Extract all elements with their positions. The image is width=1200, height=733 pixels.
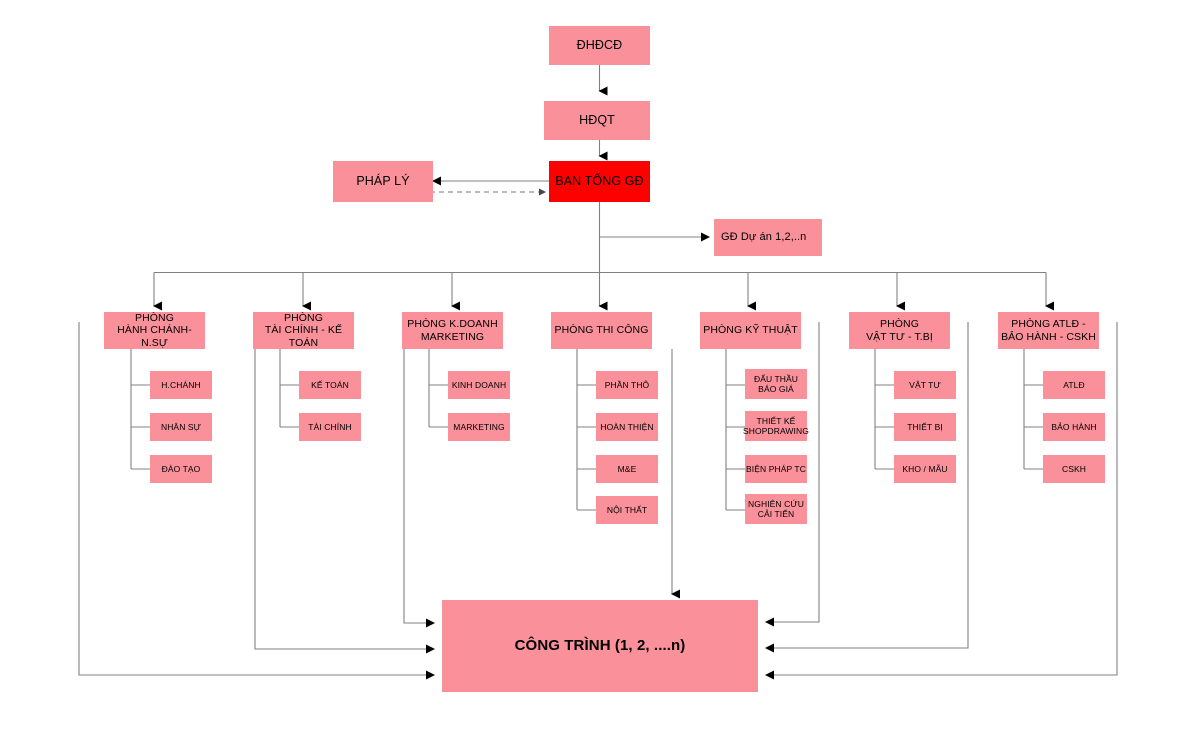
node-sub-dau-thau-bao-gia-label: ĐẤU THẦU BÁO GIÁ (753, 373, 799, 394)
node-sub-noi-that-label: NỘI THẤT (606, 504, 648, 515)
node-sub-atld[interactable]: ATLĐ (1043, 371, 1105, 399)
node-dept-atld-bao-hanh-cskh[interactable]: PHÒNG ATLĐ - BẢO HÀNH - CSKH (998, 312, 1099, 349)
node-phap-ly-label: PHÁP LÝ (356, 174, 410, 189)
node-sub-atld-label: ATLĐ (1063, 379, 1085, 390)
node-sub-cskh[interactable]: CSKH (1043, 455, 1105, 483)
node-dept-tai-chinh-ke-toan[interactable]: PHÒNG TÀI CHÍNH - KẾ TOÁN (253, 312, 354, 349)
edge-hanhchanh-congtrinh (78, 322, 435, 680)
node-sub-bao-hanh[interactable]: BẢO HÀNH (1043, 413, 1105, 441)
node-sub-dao-tao-label: ĐÀO TẠO (161, 463, 201, 474)
node-hdqt-label: HĐQT (579, 113, 615, 128)
node-sub-h-chanh-label: H.CHÁNH (161, 379, 201, 390)
tree-vat-tu (874, 349, 894, 470)
node-dept-kinh-doanh-marketing-label: PHÒNG K.DOANH MARKETING (407, 318, 498, 343)
edge-atld-congtrinh (765, 322, 1118, 680)
node-dept-kinh-doanh-marketing[interactable]: PHÒNG K.DOANH MARKETING (402, 312, 503, 349)
node-dept-ky-thuat[interactable]: PHÒNG KỸ THUẬT (700, 312, 801, 349)
node-sub-nghien-cuu-cai-tien[interactable]: NGHIÊN CỨU CẢI TIẾN (745, 494, 807, 524)
node-sub-kho-mau-label: KHO / MẪU (902, 463, 948, 474)
edge-kinhdoanh-congtrinh (403, 322, 435, 628)
node-sub-thiet-ke-shopdrawing[interactable]: THIẾT KẾ SHOPDRAWING (743, 411, 809, 441)
node-sub-m-e-label: M&E (617, 463, 637, 474)
node-sub-bien-phap-tc[interactable]: BIỆN PHÁP TC (745, 455, 807, 483)
tree-ky-thuat (725, 349, 745, 511)
node-dept-vat-tu-thiet-bi[interactable]: PHÒNG VẬT TƯ - T.BỊ (849, 312, 950, 349)
node-cong-trinh-label: CÔNG TRÌNH (1, 2, ....n) (514, 637, 686, 655)
node-sub-cskh-label: CSKH (1061, 463, 1087, 474)
tree-tai-chinh (279, 349, 299, 428)
node-sub-vat-tu-label: VẬT TƯ (909, 379, 941, 390)
node-dept-vat-tu-thiet-bi-label: PHÒNG VẬT TƯ - T.BỊ (866, 318, 933, 343)
tree-thi-cong (576, 349, 596, 511)
node-dept-atld-bao-hanh-cskh-label: PHÒNG ATLĐ - BẢO HÀNH - CSKH (1001, 318, 1096, 343)
node-dhdcd-label: ĐHĐCĐ (576, 38, 623, 53)
node-dept-tai-chinh-ke-toan-label: PHÒNG TÀI CHÍNH - KẾ TOÁN (264, 311, 343, 349)
node-sub-thiet-ke-shopdrawing-label: THIẾT KẾ SHOPDRAWING (743, 415, 809, 436)
node-dept-hanh-chanh-nhan-su[interactable]: PHÒNG HÀNH CHÁNH- N.SỰ (104, 312, 205, 349)
node-hdqt[interactable]: HĐQT (544, 101, 650, 140)
node-sub-thiet-bi[interactable]: THIẾT BỊ (894, 413, 956, 441)
node-ban-tong-gd[interactable]: BAN TỔNG GĐ (549, 161, 650, 202)
tree-hanh-chanh (130, 349, 150, 470)
node-sub-kinh-doanh[interactable]: KINH DOANH (448, 371, 510, 399)
edge-taichinh-congtrinh (254, 322, 435, 654)
node-sub-noi-that[interactable]: NỘI THẤT (596, 496, 658, 524)
node-sub-kho-mau[interactable]: KHO / MẪU (894, 455, 956, 483)
node-sub-ke-toan-label: KẾ TOÁN (311, 379, 349, 390)
node-phap-ly[interactable]: PHÁP LÝ (333, 161, 433, 202)
node-sub-hoan-thien-label: HOÀN THIỆN (600, 421, 654, 432)
node-ban-tong-gd-label: BAN TỔNG GĐ (555, 174, 644, 189)
node-sub-bao-hanh-label: BẢO HÀNH (1051, 421, 1097, 432)
node-dept-hanh-chanh-nhan-su-label: PHÒNG HÀNH CHÁNH- N.SỰ (117, 311, 192, 349)
node-sub-hoan-thien[interactable]: HOÀN THIỆN (596, 413, 658, 441)
node-dept-ky-thuat-label: PHÒNG KỸ THUẬT (703, 324, 798, 337)
node-sub-vat-tu[interactable]: VẬT TƯ (894, 371, 956, 399)
node-sub-dao-tao[interactable]: ĐÀO TẠO (150, 455, 212, 483)
node-sub-thiet-bi-label: THIẾT BỊ (907, 421, 943, 432)
node-sub-bien-phap-tc-label: BIỆN PHÁP TC (746, 463, 806, 474)
node-dept-thi-cong[interactable]: PHÒNG THI CÔNG (551, 312, 652, 349)
node-dhdcd[interactable]: ĐHĐCĐ (549, 26, 650, 65)
node-sub-tai-chinh[interactable]: TÀI CHÍNH (299, 413, 361, 441)
node-sub-kinh-doanh-label: KINH DOANH (451, 379, 507, 390)
node-gd-du-an[interactable]: GĐ Dự án 1,2,..n (714, 219, 822, 256)
node-sub-nghien-cuu-cai-tien-label: NGHIÊN CỨU CẢI TIẾN (748, 498, 804, 519)
node-sub-h-chanh[interactable]: H.CHÁNH (150, 371, 212, 399)
edge-kythuat-congtrinh (765, 322, 820, 627)
edge-vattu-congtrinh (765, 322, 969, 653)
node-sub-phan-tho[interactable]: PHẦN THÔ (596, 371, 658, 399)
node-sub-nhan-su-label: NHÂN SỰ (160, 421, 202, 432)
node-sub-tai-chinh-label: TÀI CHÍNH (308, 421, 352, 432)
node-sub-phan-tho-label: PHẦN THÔ (604, 379, 650, 390)
node-cong-trinh[interactable]: CÔNG TRÌNH (1, 2, ....n) (442, 600, 758, 692)
tree-atld (1023, 349, 1043, 470)
tree-kinh-doanh (428, 349, 448, 428)
node-sub-nhan-su[interactable]: NHÂN SỰ (150, 413, 212, 441)
node-sub-marketing-label: MARKETING (453, 421, 505, 432)
node-sub-ke-toan[interactable]: KẾ TOÁN (299, 371, 361, 399)
node-gd-du-an-label: GĐ Dự án 1,2,..n (721, 231, 807, 244)
node-sub-m-e[interactable]: M&E (596, 455, 658, 483)
node-dept-thi-cong-label: PHÒNG THI CÔNG (554, 324, 649, 337)
node-sub-marketing[interactable]: MARKETING (448, 413, 510, 441)
node-sub-dau-thau-bao-gia[interactable]: ĐẤU THẦU BÁO GIÁ (745, 369, 807, 399)
